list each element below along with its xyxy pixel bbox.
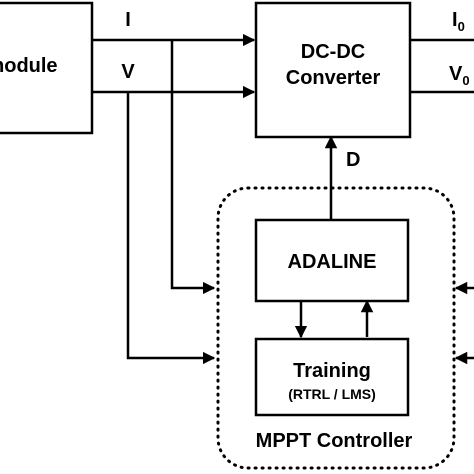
current-in-label: I <box>125 9 131 31</box>
wire-voltage-to-controller <box>126 92 216 365</box>
voltage-out-subscript: 0 <box>462 73 469 88</box>
converter-label-line1: DC-DC <box>301 41 365 63</box>
adaline-block <box>254 218 410 303</box>
voltage-out-label: V0 <box>449 63 470 88</box>
voltage-out-base: V <box>449 63 463 85</box>
wire-current-to-controller <box>170 40 216 295</box>
voltage-in-label: V <box>121 61 135 83</box>
training-block <box>254 337 410 417</box>
current-out-label: I0 <box>452 9 465 34</box>
converter-block <box>254 1 412 139</box>
duty-label: D <box>346 149 360 171</box>
module-label: module <box>0 55 58 77</box>
training-label: Training <box>293 360 371 382</box>
current-out-base: I <box>452 9 458 31</box>
converter-label-line2: Converter <box>286 67 381 89</box>
training-method-label: (RTRL / LMS) <box>288 386 376 402</box>
adaline-label: ADALINE <box>288 251 377 273</box>
mppt-controller-label: MPPT Controller <box>256 430 413 452</box>
module-block <box>0 1 94 135</box>
current-out-subscript: 0 <box>458 19 465 34</box>
